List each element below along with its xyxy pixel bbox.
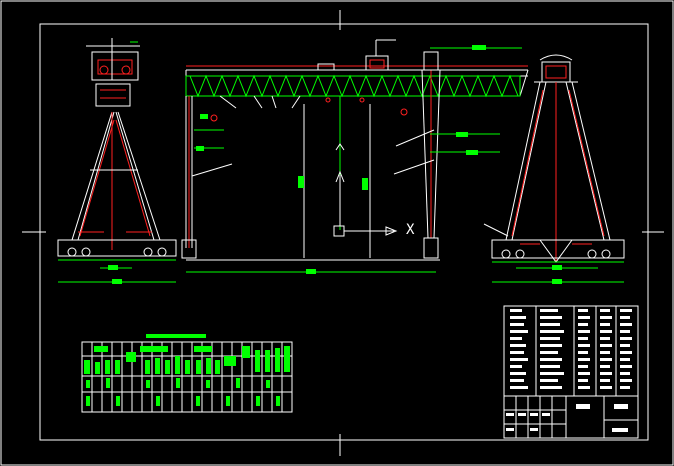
parts-rows: [510, 309, 632, 389]
front-left-leg: [181, 96, 197, 259]
left-side-view: [57, 38, 177, 284]
axis-marker: [335, 170, 398, 236]
title-block: [504, 396, 638, 438]
left-trolley: [86, 38, 140, 107]
right-side-view: [483, 54, 625, 284]
front-dimensions: [186, 45, 522, 274]
right-a-frame: [505, 81, 611, 263]
main-girder: [185, 65, 529, 98]
front-hook: [303, 96, 371, 258]
left-a-frame: [71, 111, 161, 250]
leader-lines: [191, 95, 435, 177]
load-chart-table: [81, 334, 293, 413]
red-markers: [210, 97, 408, 122]
front-trolley: [317, 39, 396, 71]
right-head: [534, 54, 578, 83]
front-view: [181, 39, 529, 274]
axis-x-label: X: [406, 222, 415, 238]
left-base: [57, 231, 177, 284]
right-base: [483, 223, 625, 284]
front-right-leg: [421, 51, 441, 259]
parts-list: [503, 305, 639, 439]
